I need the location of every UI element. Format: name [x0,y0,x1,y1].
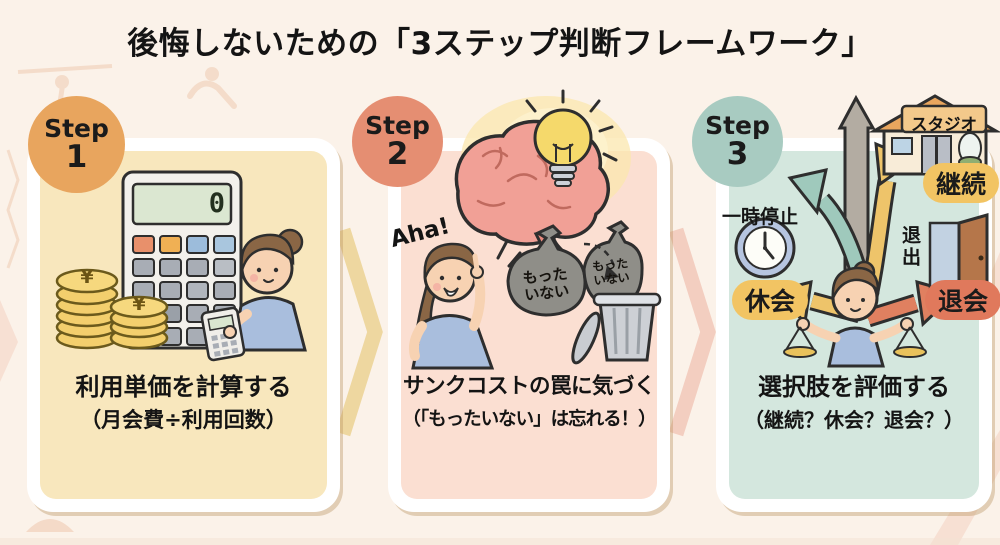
woman-illustration [200,228,307,362]
yen-coin-label: ¥ [80,266,94,288]
step1-caption-line2: （月会費÷利用回数） [80,408,287,432]
calculator-display: 0 [208,188,225,219]
lightbulb-icon [525,89,618,187]
step1-caption: 利用単価を計算する （月会費÷利用回数） [27,372,340,434]
clock-icon [734,217,796,279]
step3-badge: Step 3 [692,96,783,187]
step2-caption-line1: サンクコストの罠に気づく [402,374,656,399]
studio-sign-label: スタジオ [911,115,977,134]
yen-coin-label: ¥ [132,293,146,315]
step3-caption-line1: 選択肢を評価する [758,373,950,401]
step1-card: 0 ¥ ¥ 利用単価を計算する （月会費÷利用回数） [27,138,340,512]
step2-badge: Step 2 [352,96,443,187]
chevron-right-icon [670,227,716,437]
woman-with-scales-illustration [783,260,927,368]
step2-caption-line2: （「もったいない」は忘れる！） [402,409,656,430]
step1-caption-line1: 利用単価を計算する [75,373,292,401]
step1-badge-number: 1 [65,139,88,175]
step3-caption: 選択肢を評価する （継続？休会？退会？） [716,372,992,434]
step1-badge-word: Step [44,114,109,143]
step2-badge-number: 2 [386,136,409,172]
step2-caption: サンクコストの罠に気づく （「もったいない」は忘れる！） [388,372,670,434]
step3-card: スタジオ 継続 一時停止 休会 退出 退会 選択肢を評価する （継続？休会？退会… [716,94,1000,512]
step3-badge-word: Step [705,111,770,140]
step1-illustration [55,170,307,362]
chevron-right-icon [337,227,383,437]
arrow-to-trash-icon [583,242,619,280]
step2-card: Aha! もった いない もった いない サンクコストの罠に気づく （「もったい… [388,89,670,512]
step1-badge: Step 1 [28,96,125,193]
trash-can-illustration [571,292,662,365]
continue-option-badge: 継続 [923,163,1000,203]
woman-illustration [408,239,522,370]
exit-label: 退出 [899,225,921,269]
step3-caption-line2: （継続？休会？退会？） [744,408,964,432]
quit-option-badge: 退会 [925,280,1000,320]
suspend-option-badge: 休会 [732,280,809,320]
step3-badge-number: 3 [726,136,749,172]
step2-badge-word: Step [365,111,430,140]
coin-stack-illustration [55,268,169,350]
step2-illustration [408,89,662,370]
page-title: 後悔しないための「3ステップ判断フレームワーク」 [127,26,873,62]
pause-label: 一時停止 [722,206,799,228]
